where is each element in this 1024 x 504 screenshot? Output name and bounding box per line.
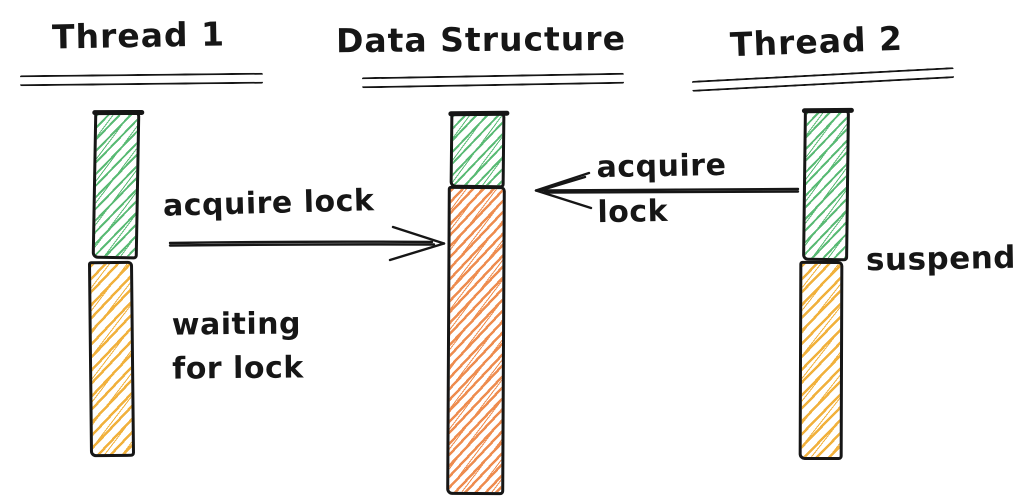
- thread1-active-segment: [91, 110, 141, 260]
- data-structure-title: Data Structure: [335, 18, 627, 61]
- thread2-active-segment: [802, 108, 850, 262]
- thread2-underline: [691, 67, 955, 92]
- suspend-label: suspend: [865, 239, 1017, 279]
- acquire-lock-left-arrow-icon: [534, 171, 800, 210]
- acquire-lock-right-label: acquire lock: [596, 143, 727, 235]
- waiting-for-lock-line2: for lock: [172, 350, 304, 387]
- data-structure-free-segment: [449, 111, 506, 189]
- acquire-lock-right-arrow-icon: [168, 225, 446, 262]
- thread1-blocked-segment: [87, 260, 136, 458]
- data-structure-underline: [361, 72, 625, 89]
- acquire-lock-right-line2: lock: [597, 193, 669, 231]
- thread1-title: Thread 1: [51, 14, 226, 57]
- thread2-suspended-segment: [798, 260, 844, 461]
- waiting-for-lock-line1: waiting: [171, 306, 302, 343]
- thread2-title: Thread 2: [729, 18, 904, 65]
- thread1-underline: [19, 72, 264, 87]
- acquire-lock-label: acquire lock: [162, 183, 375, 224]
- acquire-lock-right-line1: acquire: [596, 147, 727, 186]
- data-structure-locked-segment: [446, 185, 506, 496]
- waiting-for-lock-label: waiting for lock: [172, 302, 304, 391]
